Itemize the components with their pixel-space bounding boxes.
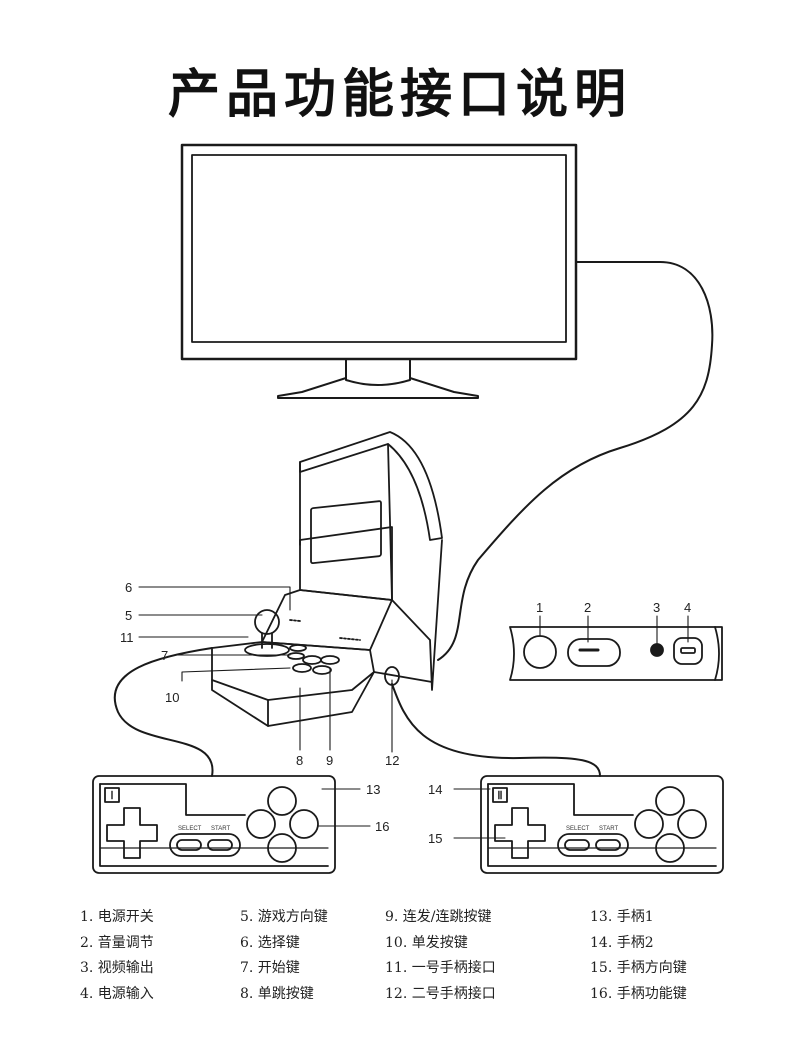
legend-item: 3. 视频输出	[80, 960, 154, 976]
controller-1-start-label: START	[211, 826, 230, 832]
controller-2-start-label: START	[599, 826, 618, 832]
legend-item: 6. 选择键	[240, 934, 300, 951]
legend-item: 9. 连发/连跳按键	[385, 909, 492, 925]
legend-item: 5. 游戏方向键	[240, 909, 328, 925]
legend-item: 13. 手柄1	[590, 909, 654, 925]
page-title: 产品功能接口说明	[167, 65, 632, 125]
legend-column-3: 9. 连发/连跳按键 10. 单发按键 11. 一号手柄接口 12. 二号手柄接…	[385, 906, 496, 1008]
controller-1-cable	[113, 647, 214, 777]
callout-14: 14	[428, 782, 442, 797]
callout-16: 16	[375, 819, 389, 834]
callout-15: 15	[428, 831, 442, 846]
controller-2	[480, 775, 724, 874]
controller-1-select-label: SELECT	[178, 826, 202, 832]
legend-column-4: 13. 手柄1 14. 手柄2 15. 手柄方向键 16. 手柄功能键	[590, 906, 687, 1008]
controller-1-badge: Ⅰ	[110, 790, 113, 802]
legend-item: 7. 开始键	[240, 960, 300, 976]
legend-item: 4. 电源输入	[80, 985, 154, 1002]
legend-item: 16. 手柄功能键	[590, 985, 687, 1002]
legend-item: 11. 一号手柄接口	[385, 960, 496, 976]
tv-monitor	[180, 143, 578, 399]
legend-item: 1. 电源开关	[80, 909, 154, 925]
legend-column-2: 5. 游戏方向键 6. 选择键 7. 开始键 8. 单跳按键	[240, 906, 328, 1008]
legend-item: 8. 单跳按键	[240, 985, 314, 1002]
callout-5: 5	[125, 608, 132, 623]
callout-4: 4	[684, 600, 691, 615]
callout-9: 9	[326, 753, 333, 768]
legend-item: 15. 手柄方向键	[590, 960, 687, 976]
callout-1: 1	[536, 600, 543, 615]
controller-1	[92, 775, 336, 874]
legend-item: 12. 二号手柄接口	[385, 985, 496, 1002]
callout-6: 6	[125, 580, 132, 595]
port-panel	[509, 626, 723, 681]
controller-2-badge: Ⅱ	[497, 790, 502, 802]
legend-item: 10. 单发按键	[385, 934, 468, 951]
controller-2-select-label: SELECT	[566, 826, 590, 832]
leader-lines	[138, 586, 689, 839]
callout-3: 3	[653, 600, 660, 615]
callout-13: 13	[366, 782, 380, 797]
callout-8: 8	[296, 753, 303, 768]
arcade-console	[211, 431, 443, 727]
callout-11: 11	[120, 630, 134, 645]
controller-2-cable	[391, 683, 601, 777]
callout-2: 2	[584, 600, 591, 615]
legend-item: 14. 手柄2	[590, 934, 654, 951]
callout-10: 10	[165, 690, 179, 705]
callout-7: 7	[161, 648, 168, 663]
video-cable	[437, 261, 714, 661]
callout-12: 12	[385, 753, 399, 768]
legend-item: 2. 音量调节	[80, 934, 154, 951]
legend-column-1: 1. 电源开关 2. 音量调节 3. 视频输出 4. 电源输入	[80, 906, 154, 1008]
